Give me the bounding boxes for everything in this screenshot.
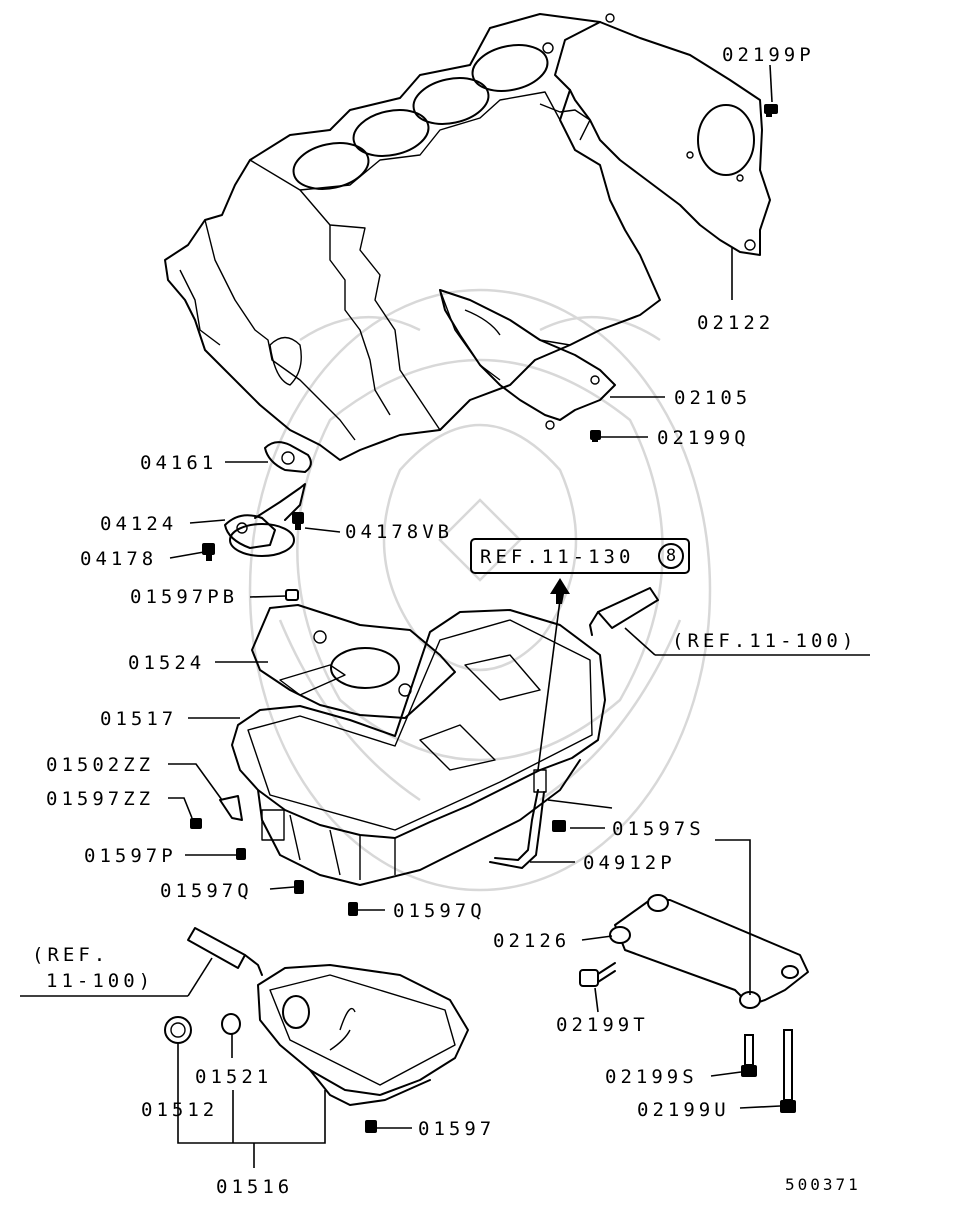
engine-block <box>164 13 661 461</box>
baffle-plate <box>251 604 456 719</box>
bolt-04178VB <box>292 512 304 530</box>
bolt-01597S <box>552 820 566 832</box>
ref-circle-number: 8 <box>658 543 684 569</box>
label-01597: 01597 <box>418 1118 496 1140</box>
upper-oil-pan <box>231 609 606 886</box>
label-01597Q-a: 01597Q <box>160 880 253 902</box>
cover-plate <box>439 289 616 421</box>
label-02199T: 02199T <box>556 1014 649 1036</box>
label-02105: 02105 <box>674 387 752 409</box>
bolt-01597Q-b <box>348 902 358 916</box>
watermark-emblem <box>248 288 712 892</box>
label-01597S: 01597S <box>612 818 705 840</box>
bolt-01597ZZ <box>190 818 202 829</box>
gasket-01521 <box>221 1013 241 1035</box>
label-04124: 04124 <box>100 513 178 535</box>
bolt-01597PB <box>285 589 299 601</box>
stiffener-bracket <box>609 894 809 1009</box>
label-01524: 01524 <box>128 652 206 674</box>
label-02199S: 02199S <box>605 1066 698 1088</box>
bolt-02199S <box>741 1034 757 1077</box>
label-02199U: 02199U <box>637 1099 730 1121</box>
ref-arrow <box>537 578 570 771</box>
label-04912P: 04912P <box>583 852 676 874</box>
label-ref-left-line1: (REF. <box>32 944 110 966</box>
label-04178: 04178 <box>80 548 158 570</box>
leader-lines <box>168 64 781 1168</box>
label-04178VB: 04178VB <box>345 521 454 543</box>
ref-11-130-box <box>470 538 690 574</box>
label-02199P: 02199P <box>722 44 815 66</box>
label-01516: 01516 <box>216 1176 294 1198</box>
bolt-04178 <box>202 543 215 561</box>
drain-plug-01512 <box>164 1016 192 1044</box>
label-02126: 02126 <box>493 930 571 952</box>
bolt-02199Q <box>590 430 601 442</box>
lower-oil-pan <box>257 964 469 1106</box>
label-01597P: 01597P <box>84 845 177 867</box>
bolt-02199P <box>764 104 778 117</box>
gasket-04161 <box>264 441 312 473</box>
label-01597PB: 01597PB <box>130 586 239 608</box>
label-02122: 02122 <box>697 312 775 334</box>
label-01517: 01517 <box>100 708 178 730</box>
bolt-02199T <box>579 962 616 987</box>
sealant-tube-right <box>589 587 870 656</box>
bolt-02199U <box>780 1029 796 1113</box>
bolt-01597Q-a <box>294 880 304 894</box>
sealant-tube-left <box>20 927 263 997</box>
label-ref-11-130: REF.11-130 <box>480 546 635 568</box>
bolt-01597P <box>236 848 246 860</box>
label-01512: 01512 <box>141 1099 219 1121</box>
label-01597ZZ: 01597ZZ <box>46 788 155 810</box>
rear-plate <box>569 13 771 256</box>
label-01521: 01521 <box>195 1066 273 1088</box>
label-02199Q: 02199Q <box>657 427 750 449</box>
label-ref-left-line2: 11-100) <box>46 970 155 992</box>
oil-strainer <box>224 483 306 557</box>
gauge-tube <box>489 769 547 869</box>
label-ref-11-100-right: (REF.11-100) <box>672 630 858 652</box>
bolt-01597 <box>365 1120 377 1133</box>
label-01597Q-b: 01597Q <box>393 900 486 922</box>
bracket-01502ZZ <box>219 795 243 821</box>
figure-number: 500371 <box>785 1175 861 1194</box>
label-04161: 04161 <box>140 452 218 474</box>
label-01502ZZ: 01502ZZ <box>46 754 155 776</box>
